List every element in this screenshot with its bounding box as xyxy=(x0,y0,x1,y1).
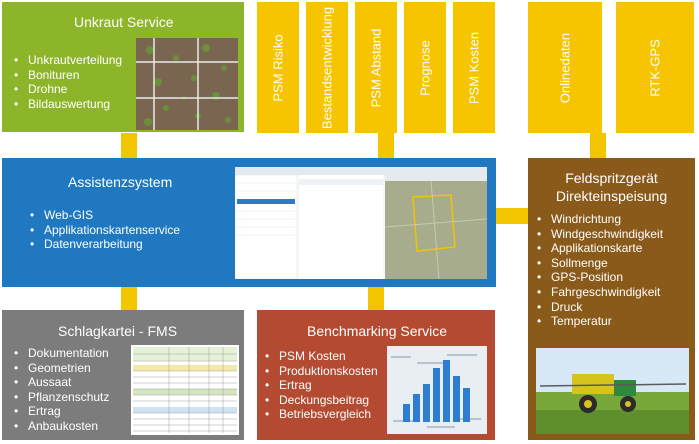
list-item: Anbaukosten xyxy=(14,419,109,434)
spreadsheet-screenshot-image xyxy=(131,345,239,435)
bar-chart-photo-image xyxy=(387,346,487,434)
schlagkartei-title: Schlagkartei - FMS xyxy=(58,323,178,339)
schlagkartei-box: Schlagkartei - FMS Dokumentation Geometr… xyxy=(2,310,244,440)
unkraut-service-title: Unkraut Service xyxy=(74,14,174,30)
tab-rtk-gps: RTK-GPS xyxy=(616,2,694,133)
list-item: Datenverarbeitung xyxy=(30,237,180,252)
connector-tabs-assistenz xyxy=(378,133,394,158)
connector-unkraut-assistenz xyxy=(121,133,137,158)
list-item: Drohne xyxy=(14,82,122,97)
unkraut-service-list: Unkrautverteilung Bonituren Drohne Bilda… xyxy=(14,53,122,111)
list-item: Druck xyxy=(537,300,663,315)
feldspritzgeraet-subtitle: Direkteinspeisung xyxy=(555,188,668,204)
connector-assistenz-feld xyxy=(495,208,528,224)
benchmarking-list: PSM Kosten Produktionskosten Ertrag Deck… xyxy=(265,349,378,422)
list-item: Aussaat xyxy=(14,375,109,390)
weed-photo-image xyxy=(136,38,238,130)
feldspritzgeraet-list: Windrichtung Windgeschwindigkeit Applika… xyxy=(537,212,663,329)
list-item: Fahrgeschwindigkeit xyxy=(537,285,663,300)
unkraut-service-box: Unkraut Service Unkrautverteilung Bonitu… xyxy=(2,2,244,132)
list-item: Produktionskosten xyxy=(265,364,378,379)
list-item: Applikationskarte xyxy=(537,241,663,256)
tab-psm-kosten: PSM Kosten xyxy=(453,2,495,133)
connector-assistenz-bench xyxy=(368,287,384,310)
assistenzsystem-box: Assistenzsystem Web-GIS Applikationskart… xyxy=(2,158,496,287)
list-item: PSM Kosten xyxy=(265,349,378,364)
list-item: Applikationskartenservice xyxy=(30,223,180,238)
tab-bestandsentwicklung: Bestandsentwicklung xyxy=(306,2,348,133)
sprayer-photo-image xyxy=(536,348,689,434)
connector-tabs-feld xyxy=(590,133,606,158)
list-item: Web-GIS xyxy=(30,208,180,223)
tab-prognose: Prognose xyxy=(404,2,446,133)
list-item: GPS-Position xyxy=(537,270,663,285)
list-item: Ertrag xyxy=(265,378,378,393)
webgis-screenshot-image xyxy=(235,167,487,279)
tab-psm-risiko: PSM Risiko xyxy=(257,2,299,133)
feldspritzgeraet-title: Feldspritzgerät xyxy=(565,170,658,186)
connector-assistenz-schlag xyxy=(121,287,137,310)
list-item: Bonituren xyxy=(14,68,122,83)
list-item: Bildauswertung xyxy=(14,97,122,112)
list-item: Ertrag xyxy=(14,404,109,419)
tab-psm-abstand: PSM Abstand xyxy=(355,2,397,133)
list-item: Betriebsvergleich xyxy=(265,407,378,422)
benchmarking-box: Benchmarking Service PSM Kosten Produkti… xyxy=(257,310,495,440)
tab-onlinedaten: Onlinedaten xyxy=(528,2,602,133)
benchmarking-title: Benchmarking Service xyxy=(307,323,448,339)
list-item: Windrichtung xyxy=(537,212,663,227)
list-item: Windgeschwindigkeit xyxy=(537,227,663,242)
list-item: Pflanzenschutz xyxy=(14,390,109,405)
feldspritzgeraet-box: Feldspritzgerät Direkteinspeisung Windri… xyxy=(528,158,695,440)
list-item: Geometrien xyxy=(14,361,109,376)
list-item: Deckungsbeitrag xyxy=(265,393,378,408)
assistenzsystem-title: Assistenzsystem xyxy=(68,174,173,190)
list-item: Dokumentation xyxy=(14,346,109,361)
list-item: Sollmenge xyxy=(537,256,663,271)
list-item: Temperatur xyxy=(537,314,663,329)
assistenzsystem-list: Web-GIS Applikationskartenservice Datenv… xyxy=(30,208,180,252)
schlagkartei-list: Dokumentation Geometrien Aussaat Pflanze… xyxy=(14,346,109,434)
list-item: Unkrautverteilung xyxy=(14,53,122,68)
